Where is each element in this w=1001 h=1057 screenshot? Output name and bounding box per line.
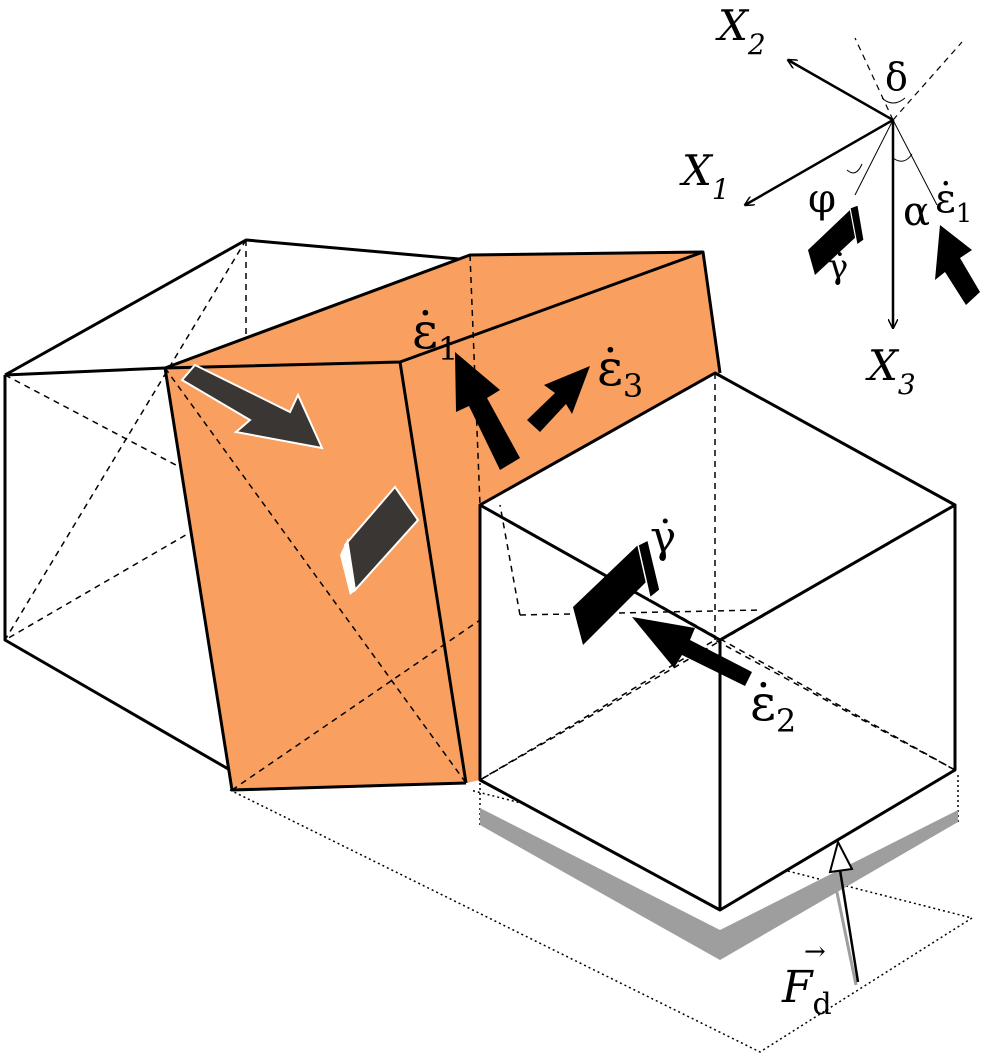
eps1-axes-arrow: [935, 225, 980, 305]
alpha-label: α: [903, 189, 930, 235]
eps1-label: ε̇1: [412, 302, 458, 368]
phi-arc: [846, 163, 863, 174]
x1-label: X1: [679, 146, 730, 206]
eps3-label: ε̇3: [597, 339, 643, 405]
slip-arrow-upper: [180, 363, 324, 450]
eps1-arrow: [455, 352, 520, 470]
eps1-axes-label: ε̇1: [935, 176, 972, 229]
eps3-arrow: [527, 366, 590, 432]
x1-axis: [745, 118, 894, 205]
right-block: [478, 371, 958, 960]
labels: X2 X1 X3 δ φ α ε̇1 γ̇ ε̇1 ε̇3 γ̇ ε̇2 → F…: [412, 1, 972, 1022]
force-label: Fd: [781, 962, 832, 1022]
eps2-arrow: [632, 617, 752, 686]
delta-arc: [881, 97, 906, 104]
strain-arrows: [180, 352, 752, 686]
gamma-axes-label: γ̇: [828, 247, 848, 287]
gamma-label: γ̇: [650, 512, 676, 563]
coordinate-system: [745, 37, 980, 328]
gamma-slab-block: [573, 543, 650, 645]
force-arrowhead: [828, 839, 854, 874]
driving-force: [828, 839, 860, 986]
block-shadow: [480, 808, 958, 960]
eps2-label: ε̇2: [750, 674, 796, 740]
x2-axis: [788, 60, 894, 122]
alpha-arc: [892, 153, 913, 162]
phi-label: φ: [808, 176, 836, 222]
delta-label: δ: [885, 55, 908, 99]
force-vector-arrow: →: [804, 937, 826, 967]
x3-label: X3: [865, 341, 916, 401]
x2-label: X2: [715, 1, 766, 61]
gamma-slab-axes: [808, 210, 858, 275]
